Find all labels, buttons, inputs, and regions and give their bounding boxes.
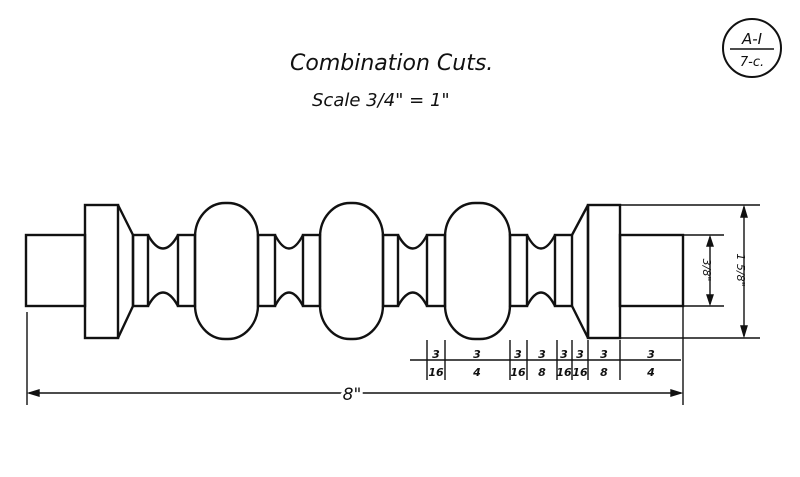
segment-dim: 316 <box>428 348 444 379</box>
svg-text:3: 3 <box>600 348 608 361</box>
svg-text:16: 16 <box>556 366 572 379</box>
svg-text:4: 4 <box>646 366 655 379</box>
scale-label: Scale 3/4" = 1" <box>312 90 450 111</box>
collar-diameter-label: 1 5/8" <box>734 253 747 286</box>
badge-top: A-I <box>741 30 763 48</box>
svg-text:16: 16 <box>510 366 526 379</box>
segment-dim: 316 <box>572 348 588 379</box>
svg-text:3: 3 <box>432 348 440 361</box>
segment-dim: 316 <box>510 348 526 379</box>
segment-dimension-labels: 316 34 316 38 316 316 38 34 <box>428 348 655 379</box>
svg-text:3: 3 <box>473 348 481 361</box>
segment-dim: 38 <box>600 348 608 379</box>
svg-text:3: 3 <box>514 348 522 361</box>
svg-text:8: 8 <box>600 366 608 379</box>
segment-dim: 34 <box>472 348 481 379</box>
drawing-title: Combination Cuts. <box>290 51 493 76</box>
svg-text:3: 3 <box>538 348 546 361</box>
segment-dim: 316 <box>556 348 572 379</box>
overall-length-label: 8" <box>343 385 362 405</box>
svg-text:3: 3 <box>647 348 655 361</box>
svg-text:16: 16 <box>428 366 444 379</box>
svg-text:4: 4 <box>472 366 481 379</box>
stub-diameter-label: 3/8" <box>700 259 713 282</box>
svg-text:16: 16 <box>572 366 588 379</box>
segment-dim: 34 <box>646 348 655 379</box>
turned-part-outline <box>24 201 685 341</box>
svg-text:8: 8 <box>538 366 546 379</box>
sheet-badge: A-I 7-c. <box>722 18 782 78</box>
segment-dim: 38 <box>538 348 546 379</box>
dimension-lines <box>26 204 760 405</box>
badge-bottom: 7-c. <box>740 55 764 70</box>
svg-text:3: 3 <box>560 348 568 361</box>
svg-text:3: 3 <box>576 348 584 361</box>
